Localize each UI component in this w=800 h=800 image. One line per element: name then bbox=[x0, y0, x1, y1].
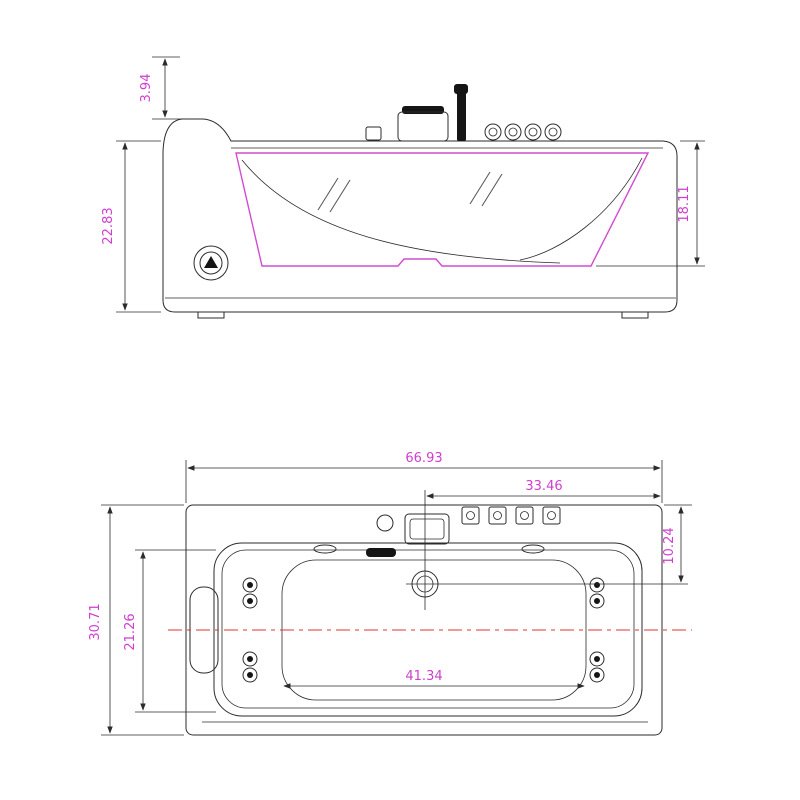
dim-center-to-end: 33.46 bbox=[426, 479, 661, 499]
basin-rim-outer bbox=[213, 542, 643, 717]
speaker-bar bbox=[366, 548, 396, 557]
tub-plan-outer-rim bbox=[185, 504, 663, 736]
control-pad bbox=[397, 111, 449, 142]
jet bbox=[242, 577, 258, 593]
overflow-knob bbox=[376, 514, 394, 532]
control-pad-plan-inner bbox=[409, 518, 445, 540]
basin-interior-curve bbox=[241, 159, 561, 264]
dim-inner-width-label: 21.26 bbox=[123, 613, 138, 650]
basin-rim-inner bbox=[221, 549, 635, 709]
control-pad-plan bbox=[404, 513, 450, 545]
dim-center-to-end-label: 33.46 bbox=[525, 479, 562, 494]
keypad-buttons bbox=[461, 506, 561, 525]
rim-oval-left bbox=[313, 544, 337, 554]
dim-inner-depth: 18.11 bbox=[596, 140, 705, 267]
control-pad-top-bar bbox=[402, 106, 444, 114]
hand-shower-head bbox=[454, 84, 468, 94]
dim-overall-height: 22.83 bbox=[101, 140, 161, 313]
dim-overall-width-label: 30.71 bbox=[88, 603, 103, 640]
top-plan-view: 66.93 33.46 10.24 30.71 21.26 bbox=[88, 451, 692, 736]
front-elevation-view: 3.94 22.83 18.11 bbox=[101, 56, 705, 319]
jet bbox=[589, 593, 605, 609]
dim-inner-depth-label: 18.11 bbox=[677, 185, 692, 222]
dim-deck-height: 3.94 bbox=[139, 56, 188, 120]
hydro-jets bbox=[242, 577, 605, 683]
jet bbox=[242, 651, 258, 667]
rim-oval-right bbox=[521, 544, 545, 554]
jet bbox=[589, 667, 605, 683]
dim-overall-height-label: 22.83 bbox=[101, 207, 116, 244]
dim-inner-width: 21.26 bbox=[123, 549, 216, 713]
jet bbox=[589, 577, 605, 593]
jet bbox=[242, 593, 258, 609]
dim-inner-length: 41.34 bbox=[283, 669, 585, 689]
glass-panel-outline bbox=[235, 152, 650, 267]
dim-overall-length-label: 66.93 bbox=[405, 451, 442, 466]
faucet-knobs bbox=[484, 123, 562, 141]
dim-overall-width: 30.71 bbox=[88, 504, 184, 736]
dim-overall-length: 66.93 bbox=[185, 451, 663, 503]
glass-hatch-marks bbox=[317, 171, 503, 213]
tub-front-left-foot bbox=[197, 311, 225, 319]
jet bbox=[242, 667, 258, 683]
hand-shower-rod bbox=[457, 92, 466, 141]
plan-deck-fixtures bbox=[313, 506, 561, 557]
basin-interior-curve-right bbox=[519, 157, 643, 261]
drain bbox=[406, 490, 688, 610]
deck-small-diverter bbox=[365, 126, 382, 141]
jet bbox=[589, 651, 605, 667]
dim-drain-offset-label: 10.24 bbox=[662, 527, 677, 564]
tub-front-right-foot bbox=[621, 311, 649, 319]
dim-inner-length-label: 41.34 bbox=[405, 669, 442, 684]
front-control-dial bbox=[193, 245, 229, 281]
dim-drain-offset: 10.24 bbox=[662, 504, 692, 583]
dim-deck-height-label: 3.94 bbox=[139, 74, 154, 103]
deck-fixtures bbox=[365, 84, 562, 142]
